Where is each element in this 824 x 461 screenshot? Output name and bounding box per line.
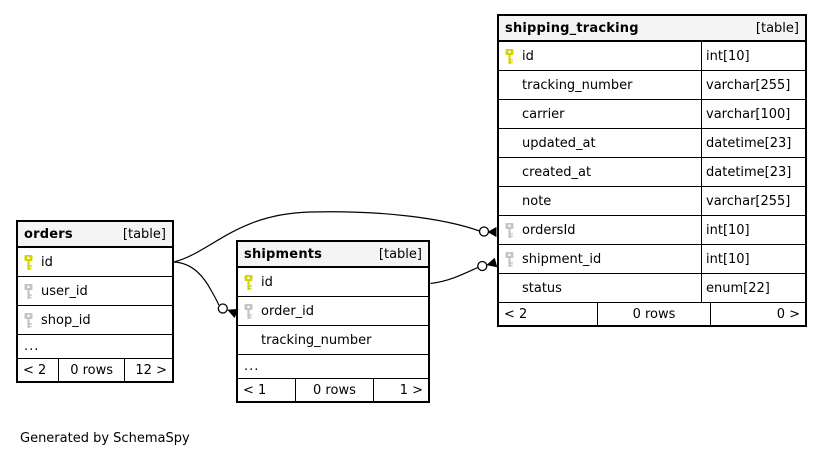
table-footer: < 2 0 rows 0 > [499, 303, 805, 325]
column-name: status [522, 280, 562, 296]
column-name: shop_id [41, 312, 91, 328]
foreign-key-icon [505, 222, 514, 238]
foreign-key-icon [505, 251, 514, 267]
table-header-shipping-tracking[interactable]: shipping_tracking [table] [499, 16, 805, 42]
footer-parents-count: 12 > [124, 359, 172, 381]
arrowhead-ordersId [487, 226, 497, 238]
column-name: shipment_id [522, 251, 602, 267]
table-row: tracking_number varchar[255] [499, 71, 805, 100]
footer-children-count: < 1 [243, 382, 267, 398]
table-row: id int[10] [499, 42, 805, 71]
generated-by-note: Generated by SchemaSpy [20, 431, 190, 446]
table-shipping-tracking: shipping_tracking [table] id int[10] tra… [497, 14, 807, 327]
column-type: enum[22] [701, 274, 805, 302]
column-type: int[10] [701, 42, 805, 70]
footer-parents-count: 1 > [372, 379, 428, 401]
hidden-columns-ellipsis: ... [238, 355, 428, 379]
table-row: created_at datetime[23] [499, 158, 805, 187]
column-type: varchar[255] [701, 71, 805, 99]
table-footer: < 1 0 rows 1 > [238, 379, 428, 401]
column-name: id [41, 254, 53, 270]
footer-row-count: 0 rows [58, 359, 124, 381]
table-row: shop_id [18, 306, 172, 335]
footer-children-count: < 2 [23, 362, 47, 378]
table-row: note varchar[255] [499, 187, 805, 216]
table-type-badge: [table] [755, 20, 799, 36]
table-name: orders [24, 226, 73, 242]
column-name: id [522, 48, 534, 64]
relationship-line-orders-to-shipments [173, 261, 220, 306]
column-name: updated_at [522, 135, 596, 151]
footer-row-count: 0 rows [295, 379, 373, 401]
column-type: varchar[100] [701, 100, 805, 128]
column-name: carrier [522, 106, 565, 122]
foreign-key-icon [24, 312, 33, 328]
cardinality-circle-order-id [217, 303, 228, 314]
primary-key-icon [244, 274, 253, 290]
column-name: created_at [522, 164, 592, 180]
column-name: tracking_number [261, 332, 372, 348]
footer-row-count: 0 rows [596, 303, 710, 325]
table-header-shipments[interactable]: shipments [table] [238, 242, 428, 268]
table-type-badge: [table] [122, 226, 166, 242]
footer-children-count: < 2 [504, 306, 528, 322]
table-row: id [18, 248, 172, 277]
hidden-columns-ellipsis: ... [18, 335, 172, 359]
table-row: order_id [238, 297, 428, 326]
foreign-key-icon [244, 303, 253, 319]
table-name: shipments [244, 246, 323, 262]
column-name: order_id [261, 303, 315, 319]
table-footer: < 2 0 rows 12 > [18, 359, 172, 381]
relationship-line-shipments-to-shipping-tracking [430, 266, 479, 285]
column-type: int[10] [701, 245, 805, 273]
table-shipments: shipments [table] id order_id tracking_n… [236, 240, 430, 403]
foreign-key-icon [24, 283, 33, 299]
table-row: user_id [18, 277, 172, 306]
column-type: int[10] [701, 216, 805, 244]
table-row: updated_at datetime[23] [499, 129, 805, 158]
column-type: datetime[23] [701, 158, 805, 186]
footer-parents-count: 0 > [710, 303, 805, 325]
column-name: note [522, 193, 552, 209]
table-row: carrier varchar[100] [499, 100, 805, 129]
table-name: shipping_tracking [505, 20, 639, 36]
column-name: ordersId [522, 222, 576, 238]
table-row: tracking_number [238, 326, 428, 355]
column-name: tracking_number [522, 77, 633, 93]
column-name: id [261, 274, 273, 290]
table-row: status enum[22] [499, 274, 805, 303]
table-header-orders[interactable]: orders [table] [18, 222, 172, 248]
table-type-badge: [table] [378, 246, 422, 262]
cardinality-circle-shipment-id [477, 260, 488, 272]
table-row: shipment_id int[10] [499, 245, 805, 274]
column-type: datetime[23] [701, 129, 805, 157]
arrowhead-shipment-id [486, 257, 498, 268]
table-orders: orders [table] id user_id shop_id ... < … [16, 220, 174, 383]
column-name: user_id [41, 283, 88, 299]
table-row: ordersId int[10] [499, 216, 805, 245]
cardinality-circle-ordersId [478, 226, 490, 237]
table-row: id [238, 268, 428, 297]
primary-key-icon [24, 254, 33, 270]
column-type: varchar[255] [701, 187, 805, 215]
primary-key-icon [505, 48, 514, 64]
